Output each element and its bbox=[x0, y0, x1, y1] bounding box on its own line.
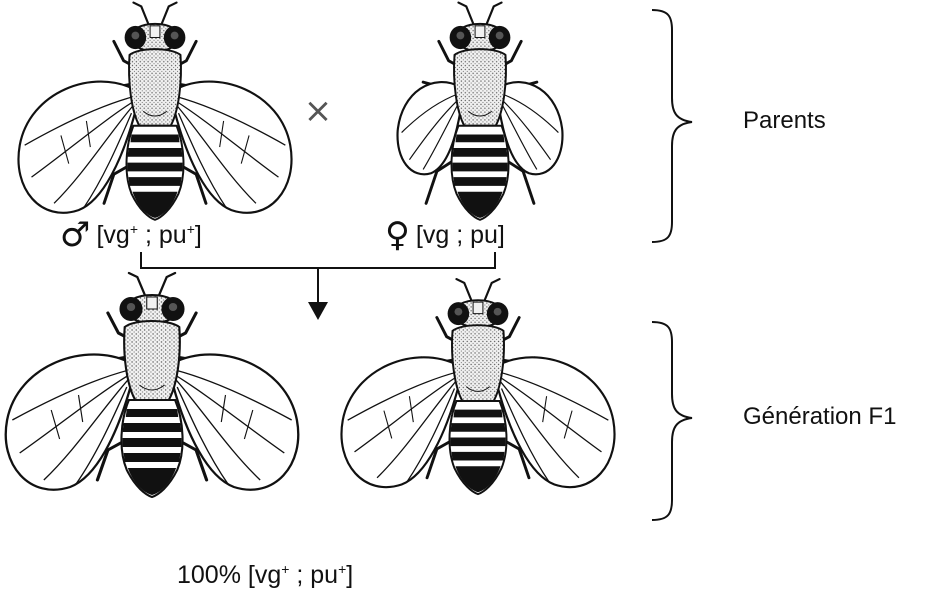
male-parent-fly-icon bbox=[18, 3, 291, 220]
f1-group-label: Génération F1 bbox=[743, 403, 897, 430]
cross-symbol: × bbox=[304, 91, 333, 131]
female-parent-fly-icon bbox=[398, 3, 563, 220]
f1-phenotype-label: 100% [vg+ ; pu+] bbox=[177, 561, 354, 589]
female-symbol-icon: ♀ bbox=[385, 215, 410, 255]
f1-fly-left-icon bbox=[6, 273, 299, 497]
male-parent-genotype-label: ♂[vg+ ; pu+] bbox=[60, 215, 202, 255]
parents-brace bbox=[651, 9, 693, 243]
f1-brace bbox=[651, 321, 693, 521]
cross-connector bbox=[140, 252, 496, 304]
parents-group-label: Parents bbox=[743, 107, 826, 134]
arrow-down-icon bbox=[308, 302, 328, 320]
f1-fly-right-icon bbox=[341, 279, 614, 494]
male-symbol-icon: ♂ bbox=[60, 215, 91, 255]
female-parent-genotype-label: ♀[vg ; pu] bbox=[385, 215, 505, 255]
